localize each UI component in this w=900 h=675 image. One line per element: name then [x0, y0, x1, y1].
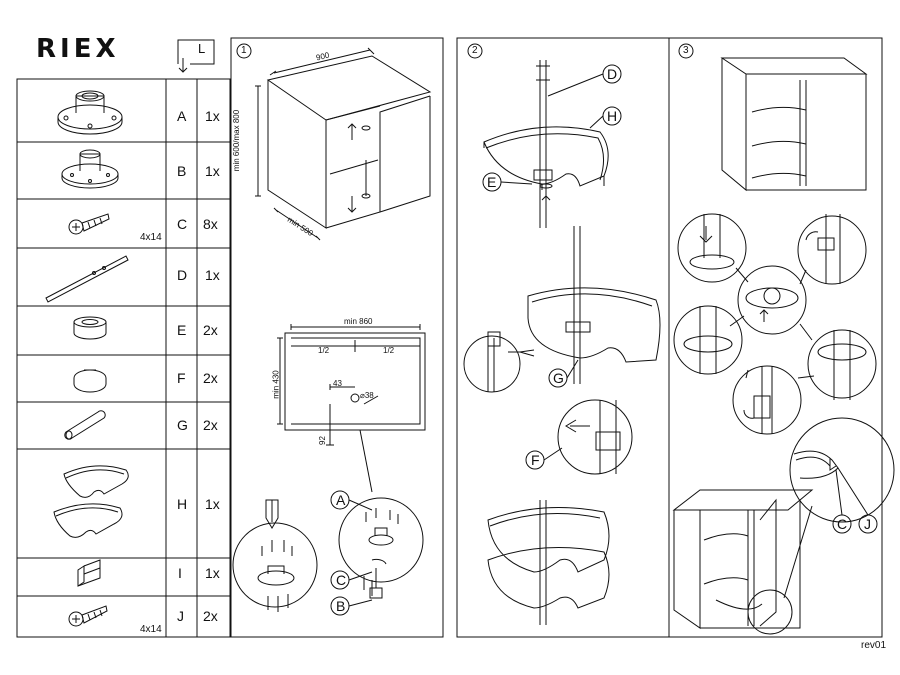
step-2-badge: [467, 43, 483, 59]
part-a-qty: 1x: [205, 108, 220, 124]
part-e-letter: E: [177, 322, 187, 338]
part-c-letter: C: [177, 216, 188, 232]
dim-43: 43: [333, 379, 342, 388]
part-g-pin-icon: [64, 410, 106, 440]
callout-a-label: A: [336, 492, 346, 508]
part-a-flange-icon: [57, 90, 123, 135]
callout-d-label: D: [607, 66, 618, 82]
part-j-size: 4x14: [140, 624, 162, 635]
orientation-icon: [177, 39, 215, 73]
part-h-qty: 1x: [205, 496, 220, 512]
callout-f-label: F: [531, 452, 540, 468]
revision-label: rev01: [860, 640, 886, 651]
part-g-letter: G: [177, 417, 188, 433]
part-c-size: 4x14: [140, 232, 162, 243]
part-h-letter: H: [177, 496, 188, 512]
part-d-letter: D: [177, 267, 188, 283]
step-1-plan-drawing: [277, 324, 426, 493]
brand-logo: RIEX: [36, 34, 120, 64]
part-d-qty: 1x: [205, 267, 220, 283]
step-2-drawings: [463, 60, 661, 625]
part-e-qty: 2x: [203, 322, 218, 338]
callout-c-label: C: [336, 572, 347, 588]
part-e-collar-icon: [73, 316, 107, 340]
part-h-shelves-icon: [53, 465, 129, 538]
parts-table-rows: [17, 141, 230, 597]
part-j-letter: J: [177, 608, 184, 624]
part-b-qty: 1x: [205, 163, 220, 179]
part-f-qty: 2x: [203, 370, 218, 386]
part-j-screw-icon: [68, 605, 108, 627]
dim-half-left: 1/2: [318, 346, 330, 355]
step-1-detail-drawings: [232, 497, 424, 612]
step-3-badge: [678, 43, 694, 59]
step-1-cabinet-drawing: [255, 47, 432, 241]
part-g-qty: 2x: [203, 417, 218, 433]
part-i-letter: I: [178, 565, 182, 581]
part-c-screw-icon: [68, 213, 110, 235]
dim-half-right: 1/2: [383, 346, 395, 355]
callout-g-label: G: [553, 370, 564, 386]
callout-e-label: E: [487, 174, 497, 190]
part-i-qty: 1x: [205, 565, 220, 581]
callout-j-label: J: [864, 516, 871, 532]
orientation-letter: L: [198, 41, 206, 56]
part-f-clip-icon: [73, 369, 107, 393]
step-1-panel: [230, 37, 444, 638]
callout-h-label: H: [607, 108, 618, 124]
step-3-number: 3: [683, 45, 689, 56]
parts-table: [16, 78, 231, 638]
part-b-flange-icon: [61, 149, 119, 189]
part-d-rod-icon: [45, 255, 129, 303]
callout-c-step3-label: C: [837, 516, 848, 532]
step-1-badge: [236, 43, 252, 59]
dim-side: min 430: [271, 370, 281, 399]
dim-inner: min 860: [344, 317, 373, 326]
part-b-letter: B: [177, 163, 187, 179]
dim-92: 92: [317, 436, 327, 445]
dim-hole: ⌀38: [360, 391, 374, 400]
part-f-letter: F: [177, 370, 186, 386]
step-1-number: 1: [241, 45, 247, 56]
dim-height: min 600/max 800: [232, 109, 242, 172]
step-3-drawings: [672, 57, 895, 635]
part-j-qty: 2x: [203, 608, 218, 624]
part-c-qty: 8x: [203, 216, 218, 232]
step-2-number: 2: [472, 45, 478, 56]
part-i-bracket-icon: [77, 559, 101, 587]
part-a-letter: A: [177, 108, 187, 124]
callout-b-label: B: [336, 598, 346, 614]
